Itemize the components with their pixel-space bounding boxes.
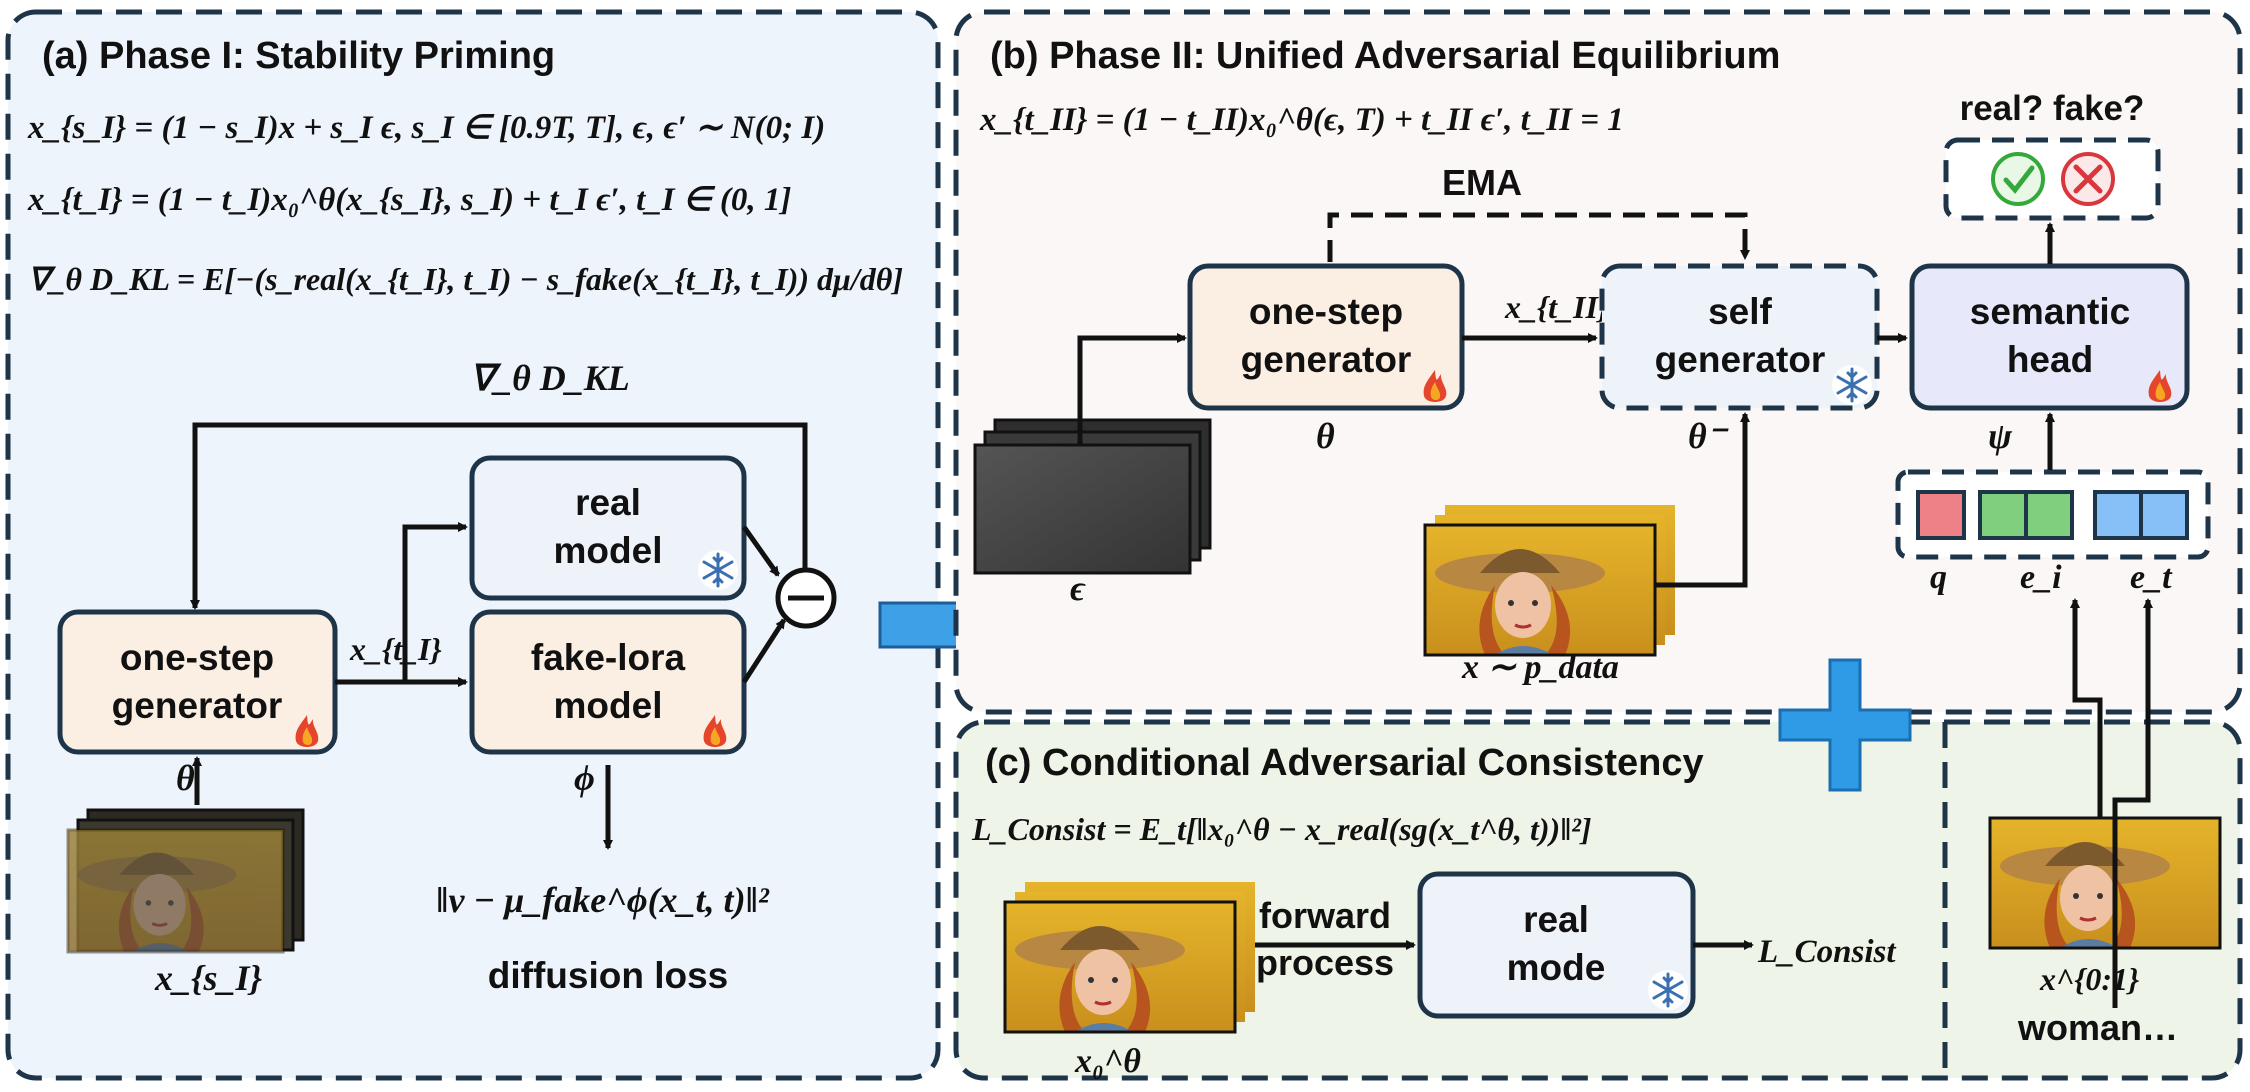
forward-line1: forward — [1259, 895, 1391, 936]
semantic-line1: semantic — [1970, 291, 2130, 332]
noise-to-gen-arrow — [1077, 333, 1187, 445]
generator-b-param: θ — [1316, 416, 1335, 456]
xt-label-b: x_{t_II} — [1504, 289, 1609, 325]
panel-a-title: (a) Phase I: Stability Priming — [42, 35, 555, 77]
check-mark — [2003, 165, 2035, 194]
fake-model-line1: fake-lora — [531, 637, 686, 678]
real-model-line2: model — [554, 530, 663, 571]
generator-b-line1: one-step — [1249, 291, 1403, 332]
gradient-feedback-arrow — [190, 422, 808, 610]
data-to-self-arrow — [1655, 412, 1750, 588]
et-token-2 — [2139, 490, 2189, 540]
semantic-param: ψ — [1988, 416, 2013, 456]
fake-model-line2: model — [554, 685, 663, 726]
consist-out-label: L_Consist — [1757, 934, 1896, 970]
image-to-ei-arrow — [2070, 598, 2103, 818]
check-icon — [1991, 152, 2045, 206]
panel-a-eq-3: ∇_θ D_KL = E[−(s_real(x_{t_I}, t_I) − s_… — [28, 261, 903, 297]
caption-to-et-arrow — [2112, 598, 2153, 1008]
noisy-image-stack — [66, 808, 305, 954]
et-token-1 — [2093, 490, 2143, 540]
semantic-head-box — [1909, 263, 2190, 411]
panel-a-eq-2: x_{t_I} = (1 − t_I)x₀^θ(x_{s_I}, s_I) + … — [27, 182, 791, 218]
generator-box-b — [1187, 263, 1465, 411]
panel-a-eq-1: x_{s_I} = (1 − s_I)x + s_I ϵ, s_I ∈ [0.9… — [27, 110, 825, 146]
cross-mark — [2073, 164, 2103, 194]
real-mode-line1: real — [1523, 899, 1589, 940]
x01-image — [1988, 816, 2222, 950]
xs-label: x_{s_I} — [154, 958, 263, 998]
snowflake-icon — [1646, 968, 1690, 1012]
gen-to-real-arrow — [402, 522, 468, 682]
generator-box-a — [57, 609, 338, 755]
self-gen-line1: self — [1708, 291, 1772, 332]
snowflake-icon — [1830, 363, 1874, 407]
generator-a-param: θ — [176, 758, 195, 798]
data-label: x ∼ p_data — [1461, 649, 1619, 686]
caption-label: woman… — [2017, 1007, 2178, 1048]
fake-model-param: ϕ — [574, 758, 595, 798]
forward-line2: process — [1256, 942, 1394, 983]
x0-label: x₀^θ — [1074, 1043, 1141, 1080]
x0-image-stack — [1003, 880, 1257, 1034]
ema-arrow — [1327, 212, 1750, 262]
panel-c-title: (c) Conditional Adversarial Consistency — [985, 742, 1704, 784]
fake-lora-model-box — [469, 609, 747, 755]
xt-label-a: x_{t_I} — [349, 631, 442, 667]
loss-formula: ‖v − μ_fake^ϕ(x_t, t)‖² — [436, 880, 770, 920]
real-model-line1: real — [575, 482, 641, 523]
panel-b-eq: x_{t_II} = (1 − t_II)x₀^θ(ϵ, T) + t_II ϵ… — [979, 102, 1624, 138]
ei-token-1 — [1978, 490, 2028, 540]
self-gen-param: θ⁻ — [1688, 416, 1730, 456]
noise-image-stack — [973, 418, 1212, 575]
et-label: e_t — [2130, 559, 2173, 596]
verdict-box — [1943, 137, 2161, 221]
ei-token-2 — [2024, 490, 2074, 540]
noise-label: ϵ — [1070, 568, 1086, 608]
plus-icon — [1778, 658, 1912, 792]
real-to-minus-arrow — [741, 525, 781, 577]
data-image-stack — [1423, 503, 1677, 657]
grad-label: ∇_θ D_KL — [470, 358, 630, 398]
q-token — [1916, 490, 1966, 540]
q-label: q — [1930, 559, 1947, 596]
generator-a-line2: generator — [112, 685, 283, 726]
panel-c-eq: L_Consist = E_t[‖x₀^θ − x_real(sg(x_t^θ,… — [971, 811, 1592, 847]
generator-b-line2: generator — [1241, 339, 1412, 380]
loss-label: diffusion loss — [488, 955, 729, 996]
verdict-label: real? fake? — [1960, 89, 2145, 128]
panel-b-title: (b) Phase II: Unified Adversarial Equili… — [990, 35, 1780, 77]
fake-to-minus-arrow — [741, 618, 787, 684]
self-gen-line2: generator — [1655, 339, 1826, 380]
real-mode-line2: mode — [1507, 947, 1606, 988]
snowflake-icon — [696, 548, 740, 592]
ema-label: EMA — [1442, 162, 1522, 203]
semantic-line2: head — [2007, 339, 2093, 380]
ei-label: e_i — [2020, 559, 2062, 596]
x01-label: x^{0:1} — [2039, 961, 2139, 997]
generator-a-line1: one-step — [120, 637, 274, 678]
